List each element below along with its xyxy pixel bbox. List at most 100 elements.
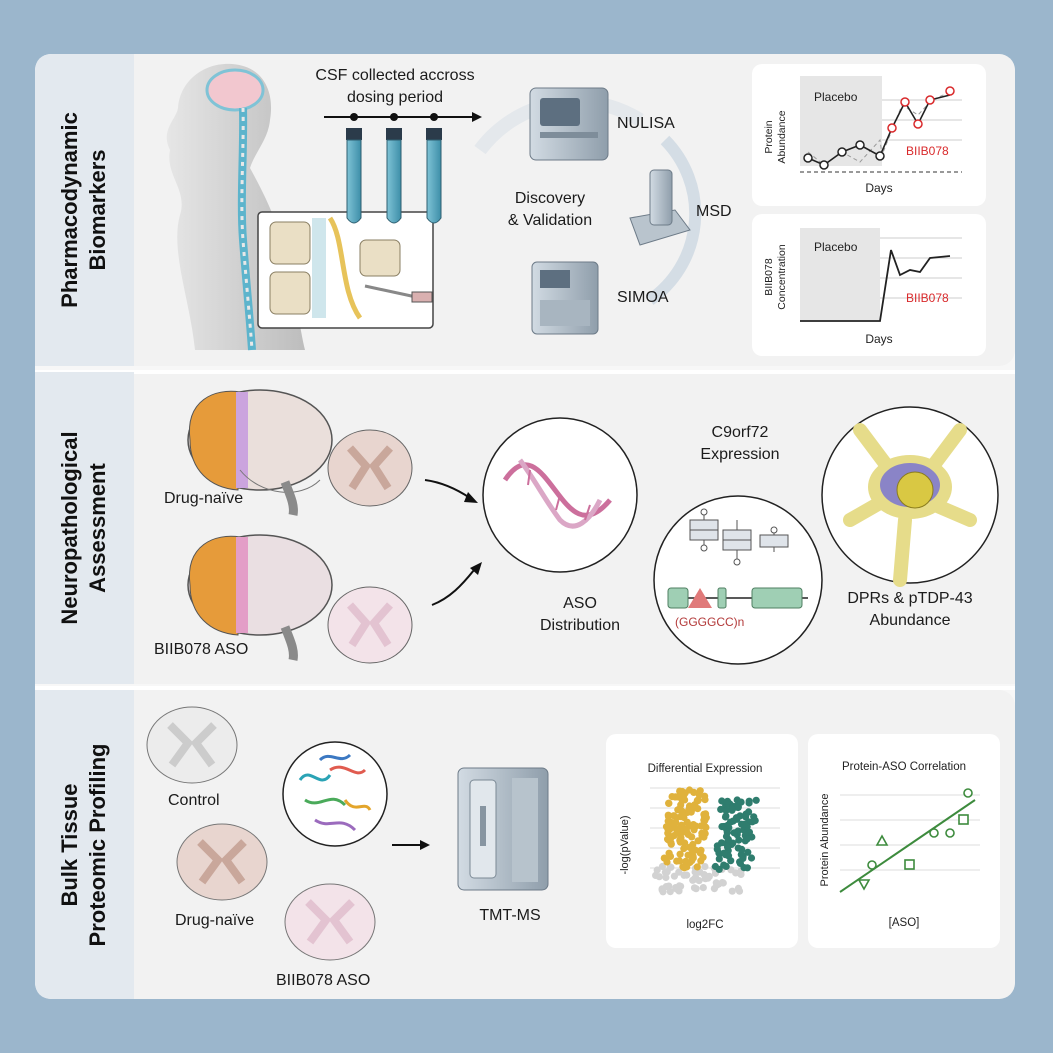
volcano-point xyxy=(720,849,728,857)
volcano-point xyxy=(692,885,700,893)
volcano-point xyxy=(685,805,693,814)
scatter-point xyxy=(958,814,969,825)
volcano-point xyxy=(662,883,670,891)
volcano-point xyxy=(676,787,684,795)
spinal-section-drug-naive xyxy=(327,429,413,507)
volcano-point xyxy=(666,888,674,896)
neuron-pathology-circle xyxy=(821,406,999,587)
volcano-title: Differential Expression xyxy=(648,763,763,775)
csf-tubes xyxy=(346,128,442,224)
volcano-point xyxy=(672,884,680,892)
neuro-drug-naive-label: Drug-naïve xyxy=(164,490,244,507)
neuro-aso-label: BIIB078 ASO xyxy=(154,641,249,658)
volcano-point xyxy=(697,846,705,854)
volcano-point xyxy=(752,796,760,804)
volcano-point xyxy=(694,837,702,845)
nulisa-instrument xyxy=(529,87,609,161)
conc-xlabel: Days xyxy=(865,332,892,346)
protein-abundance-chart xyxy=(800,76,962,173)
volcano-point xyxy=(722,862,730,871)
csf-label-line2: dosing period xyxy=(346,89,444,106)
volcano-point xyxy=(710,885,719,893)
sidebar-neuro xyxy=(35,372,134,684)
volcano-point xyxy=(674,825,683,833)
arrow-head xyxy=(470,562,482,575)
csf-label-line1: CSF collected accross xyxy=(315,67,475,84)
scatter-point xyxy=(945,828,955,838)
volcano-point xyxy=(693,863,701,871)
volcano-point xyxy=(685,786,694,794)
volcano-point xyxy=(735,836,743,844)
volcano-point xyxy=(683,863,691,871)
conc-ylabel-line1: BIIB078 xyxy=(763,258,775,296)
volcano-point xyxy=(742,813,750,821)
volcano-point xyxy=(658,862,667,871)
volcano-point xyxy=(693,796,701,805)
volcano-point xyxy=(733,815,741,823)
volcano-point xyxy=(699,853,707,861)
volcano-point xyxy=(676,836,684,845)
section-title-pd-line1: Pharmacodynamic xyxy=(57,112,82,308)
correlation-xlabel: [ASO] xyxy=(889,917,920,929)
aso-distribution-line1: ASO xyxy=(563,595,597,612)
scatter-point xyxy=(875,834,889,846)
sidebar-bulk xyxy=(35,690,134,999)
volcano-point xyxy=(723,797,732,805)
spinal-section-drug-naive-bulk xyxy=(176,823,268,901)
volcano-point xyxy=(701,863,709,871)
volcano-point xyxy=(744,848,752,856)
c9orf72-expression-circle xyxy=(653,495,823,665)
tmt-ms-instrument xyxy=(457,767,549,891)
simoa-instrument xyxy=(531,261,599,335)
correlation-ylabel: Protein Abundance xyxy=(819,794,831,887)
tmt-ms-label: TMT-MS xyxy=(479,907,541,924)
volcano-point xyxy=(747,854,756,862)
csf-dosing-timeline xyxy=(324,112,482,122)
arrow-to-ms xyxy=(392,840,430,850)
correlation-title: Protein-ASO Correlation xyxy=(842,761,966,773)
volcano-point xyxy=(697,822,705,830)
volcano-point xyxy=(737,798,745,806)
volcano-point xyxy=(688,833,696,841)
scatter-point xyxy=(867,860,877,870)
volcano-point xyxy=(680,871,688,879)
scatter-point xyxy=(963,788,973,798)
volcano-point xyxy=(671,793,679,801)
correlation-panel xyxy=(808,734,1000,948)
correlation-plot xyxy=(839,788,980,893)
volcano-point xyxy=(715,865,723,874)
brain-drug-naive xyxy=(187,389,333,516)
section-title-neuro-line2: Assessment xyxy=(85,463,110,593)
volcano-point xyxy=(698,832,706,840)
volcano-point xyxy=(701,796,709,804)
volcano-point xyxy=(715,855,723,863)
section-title-pd-line2: Biomarkers xyxy=(85,149,110,270)
volcano-point xyxy=(689,821,698,829)
section-title-bulk-line2: Proteomic Profiling xyxy=(85,744,110,947)
volcano-point xyxy=(677,813,685,821)
volcano-point xyxy=(704,874,712,882)
protein-xlabel: Days xyxy=(865,181,892,195)
volcano-point xyxy=(695,791,703,799)
bulk-aso-label: BIIB078 ASO xyxy=(276,972,371,989)
workflow-arc xyxy=(646,135,702,305)
volcano-point xyxy=(724,843,732,851)
aso-distribution-circle xyxy=(482,417,638,573)
discovery-label-line2: & Validation xyxy=(507,212,593,229)
volcano-point xyxy=(715,880,723,888)
volcano-point xyxy=(666,852,675,861)
c9orf72-line2: Expression xyxy=(700,446,780,463)
spinal-section-aso xyxy=(327,586,413,664)
volcano-xlabel: log2FC xyxy=(686,919,723,931)
volcano-point xyxy=(724,835,732,843)
volcano-point xyxy=(728,887,736,895)
volcano-point xyxy=(670,812,678,820)
volcano-point xyxy=(745,799,753,807)
section-title-neuro-line1: Neuropathological xyxy=(57,431,82,624)
msd-instrument xyxy=(629,169,691,246)
volcano-point xyxy=(665,799,673,808)
dpr-line2: Abundance xyxy=(869,612,951,629)
volcano-point xyxy=(683,828,691,836)
protein-extract-circle xyxy=(282,741,388,847)
